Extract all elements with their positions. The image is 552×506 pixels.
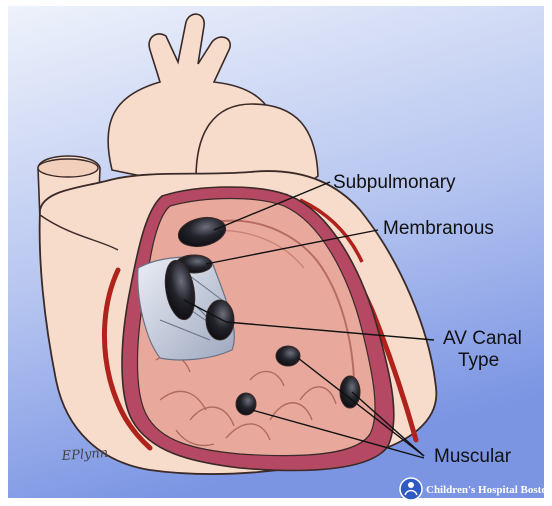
label-membranous: Membranous — [383, 218, 494, 239]
credit-text: Children's Hospital Boston — [426, 484, 552, 496]
label-muscular: Muscular — [434, 446, 512, 467]
av-canal-defect-secondary — [206, 300, 234, 340]
label-av-canal-type: Type — [458, 350, 499, 371]
label-av-canal: AV Canal — [443, 328, 522, 349]
label-subpulmonary: Subpulmonary — [333, 172, 456, 193]
muscular-defect-2 — [236, 393, 256, 415]
muscular-defect-1 — [276, 346, 300, 366]
hospital-logo-icon — [400, 478, 422, 500]
